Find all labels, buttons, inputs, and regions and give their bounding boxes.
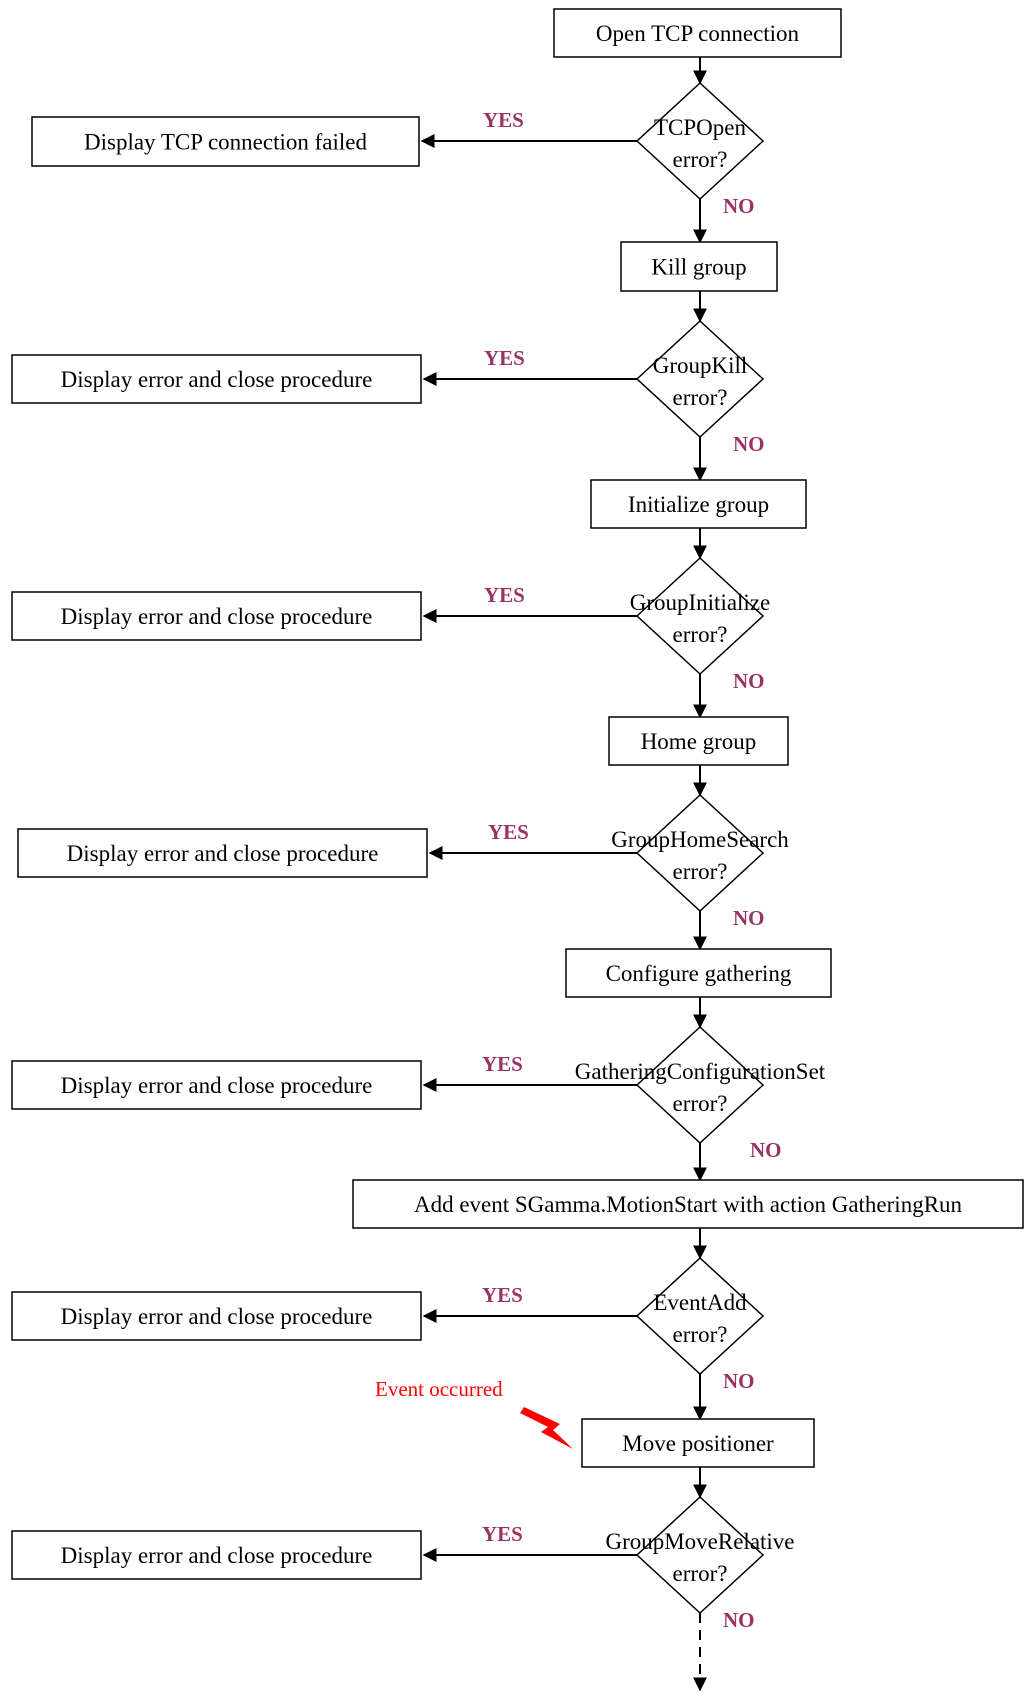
error-step-box [17, 828, 428, 878]
error-step-label: Display error and close procedure [61, 367, 373, 392]
process-step-box [608, 716, 789, 766]
process-step-box [581, 1418, 815, 1468]
decision-suffix: error? [673, 147, 728, 172]
no-label: NO [723, 194, 755, 218]
yes-label: YES [482, 1283, 523, 1307]
decision-label: GroupKill [653, 353, 748, 378]
decision-suffix: error? [673, 859, 728, 884]
yes-label: YES [482, 1052, 523, 1076]
decision-suffix: error? [673, 1561, 728, 1586]
error-step-label: Display error and close procedure [67, 841, 379, 866]
decision-suffix: error? [673, 385, 728, 410]
yes-label: YES [484, 346, 525, 370]
no-label: NO [750, 1138, 782, 1162]
process-step-box [352, 1179, 1024, 1229]
error-step-box [11, 1530, 422, 1580]
decision-diamond [635, 556, 765, 676]
error-step-box [31, 116, 420, 167]
yes-label: YES [484, 583, 525, 607]
decision-diamond [635, 1256, 765, 1376]
decision-diamond [635, 319, 765, 439]
decision-diamond [635, 1025, 765, 1145]
process-step-box [620, 241, 778, 292]
no-label: NO [733, 432, 765, 456]
yes-label: YES [483, 108, 524, 132]
process-step-box [590, 479, 807, 529]
decision-suffix: error? [673, 1091, 728, 1116]
decision-diamond [635, 1495, 765, 1615]
error-step-label: Display error and close procedure [61, 1543, 373, 1568]
start-step-box [553, 8, 842, 58]
event-note: Event occurred [375, 1377, 503, 1401]
error-step-label: Display error and close procedure [61, 604, 373, 629]
decision-suffix: error? [673, 1322, 728, 1347]
decision-label: GroupMoveRelative [605, 1529, 794, 1554]
process-step-label: Home group [641, 729, 757, 754]
error-step-box [11, 1060, 422, 1110]
connector-lines [420, 57, 707, 1692]
error-step-label: Display error and close procedure [61, 1304, 373, 1329]
lightning-icon [520, 1407, 573, 1449]
process-step-label: Initialize group [628, 492, 769, 517]
no-label: NO [733, 669, 765, 693]
process-step-label: Move positioner [622, 1431, 774, 1456]
process-step-label: Kill group [651, 255, 746, 280]
error-step-label: Display error and close procedure [61, 1073, 373, 1098]
decision-label: GroupInitialize [630, 590, 771, 615]
error-step-label: Display TCP connection failed [84, 130, 367, 155]
process-step-label: Add event SGamma.MotionStart with action… [414, 1192, 963, 1217]
decision-suffix: error? [673, 622, 728, 647]
no-label: NO [733, 906, 765, 930]
no-label: NO [723, 1369, 755, 1393]
decision-label: GatheringConfigurationSet [575, 1059, 826, 1084]
decision-diamond [635, 81, 765, 201]
start-step-label: Open TCP connection [596, 21, 800, 46]
decision-label: TCPOpen [654, 115, 747, 140]
yes-label: YES [482, 1522, 523, 1546]
process-step-box [565, 948, 832, 998]
process-step-label: Configure gathering [606, 961, 792, 986]
decision-label: GroupHomeSearch [611, 827, 789, 852]
decision-diamond [635, 793, 765, 913]
no-label: NO [723, 1608, 755, 1632]
error-step-box [11, 1291, 422, 1341]
error-step-box [11, 354, 422, 404]
yes-label: YES [488, 820, 529, 844]
decision-label: EventAdd [653, 1290, 747, 1315]
error-step-box [11, 591, 422, 641]
